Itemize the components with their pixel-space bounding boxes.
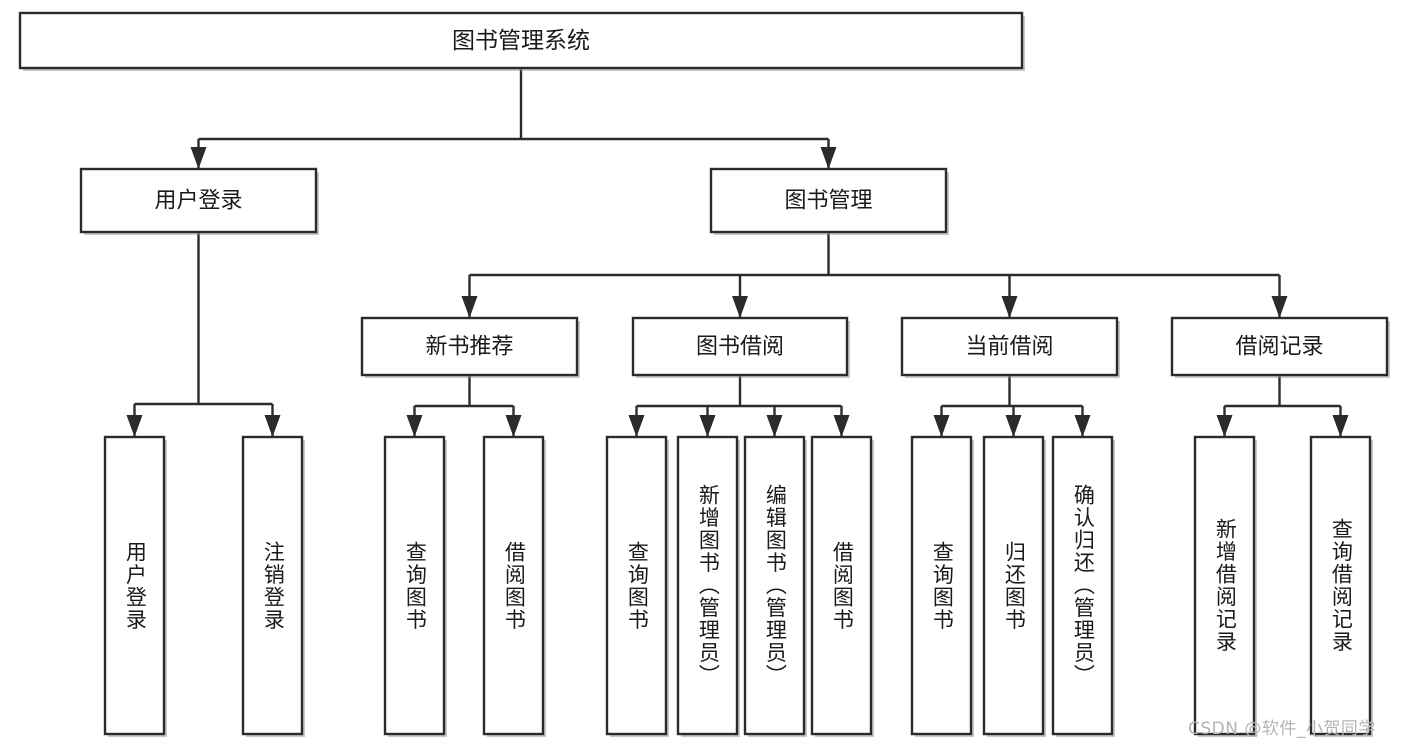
- node-box[interactable]: [1309, 435, 1372, 736]
- node-box[interactable]: [743, 435, 806, 736]
- node-leaf-borrow-book-new[interactable]: [482, 435, 546, 737]
- node-leaf-query-book-borrow[interactable]: [605, 435, 669, 737]
- node-box[interactable]: [900, 316, 1119, 377]
- node-box[interactable]: [676, 435, 739, 736]
- node-box[interactable]: [482, 435, 545, 736]
- node-box[interactable]: [1193, 435, 1256, 736]
- arrow-head: [699, 415, 716, 437]
- watermark-text: CSDN @软件_小贺同学: [1188, 719, 1376, 739]
- node-box[interactable]: [1051, 435, 1114, 736]
- node-user-login[interactable]: [79, 167, 319, 235]
- node-box[interactable]: [241, 435, 304, 736]
- node-box[interactable]: [605, 435, 668, 736]
- arrow-head: [933, 415, 950, 437]
- node-leaf-query-record[interactable]: [1309, 435, 1373, 737]
- node-box[interactable]: [1170, 316, 1389, 377]
- node-book-manage[interactable]: [709, 167, 949, 235]
- node-leaf-add-record[interactable]: [1193, 435, 1257, 737]
- arrow-head: [264, 415, 281, 437]
- node-new-book-recommend[interactable]: [360, 316, 580, 378]
- arrow-head: [1001, 296, 1018, 318]
- node-leaf-confirm-return[interactable]: [1051, 435, 1115, 737]
- connector-layer: [126, 68, 1349, 437]
- arrow-head: [833, 415, 850, 437]
- node-label: 图书借阅: [696, 335, 784, 360]
- arrow-head: [1271, 296, 1288, 318]
- node-leaf-borrow-book[interactable]: [810, 435, 874, 737]
- arrow-head: [406, 415, 423, 437]
- node-box[interactable]: [631, 316, 849, 377]
- node-box[interactable]: [18, 11, 1024, 70]
- arrow-head: [126, 415, 143, 437]
- node-leaf-logout[interactable]: [241, 435, 305, 737]
- node-label: 当前借阅: [965, 335, 1053, 360]
- node-label: 用户登录: [154, 189, 242, 214]
- node-box[interactable]: [103, 435, 166, 736]
- node-leaf-user-login[interactable]: [103, 435, 167, 737]
- arrow-head: [732, 296, 748, 318]
- node-box[interactable]: [910, 435, 973, 736]
- node-label: 图书管理: [784, 189, 872, 214]
- node-box[interactable]: [79, 167, 318, 234]
- arrow-head: [461, 296, 478, 318]
- node-box[interactable]: [360, 316, 579, 377]
- arrow-head: [820, 147, 837, 169]
- arrow-head: [1216, 415, 1233, 437]
- arrow-head: [1332, 415, 1349, 437]
- node-box[interactable]: [810, 435, 873, 736]
- node-book-borrow[interactable]: [631, 316, 850, 378]
- arrow-head: [1005, 415, 1022, 437]
- node-current-borrow[interactable]: [900, 316, 1120, 378]
- node-label: 新书推荐: [425, 335, 513, 360]
- node-leaf-return-book[interactable]: [982, 435, 1046, 737]
- node-leaf-query-book-current[interactable]: [910, 435, 974, 737]
- node-box[interactable]: [982, 435, 1045, 736]
- arrow-head: [766, 415, 783, 437]
- node-leaf-add-book[interactable]: [676, 435, 740, 737]
- node-root[interactable]: [18, 11, 1025, 71]
- arrow-head: [1074, 415, 1091, 437]
- node-label: 借阅记录: [1235, 335, 1323, 360]
- node-box[interactable]: [383, 435, 446, 736]
- node-borrow-record[interactable]: [1170, 316, 1390, 378]
- node-box[interactable]: [709, 167, 948, 234]
- node-leaf-query-book-new[interactable]: [383, 435, 447, 737]
- node-label: 图书管理系统: [452, 28, 590, 54]
- arrow-head: [505, 415, 522, 437]
- arrow-head: [628, 415, 645, 437]
- arrow-head: [190, 147, 207, 169]
- node-leaf-edit-book[interactable]: [743, 435, 807, 737]
